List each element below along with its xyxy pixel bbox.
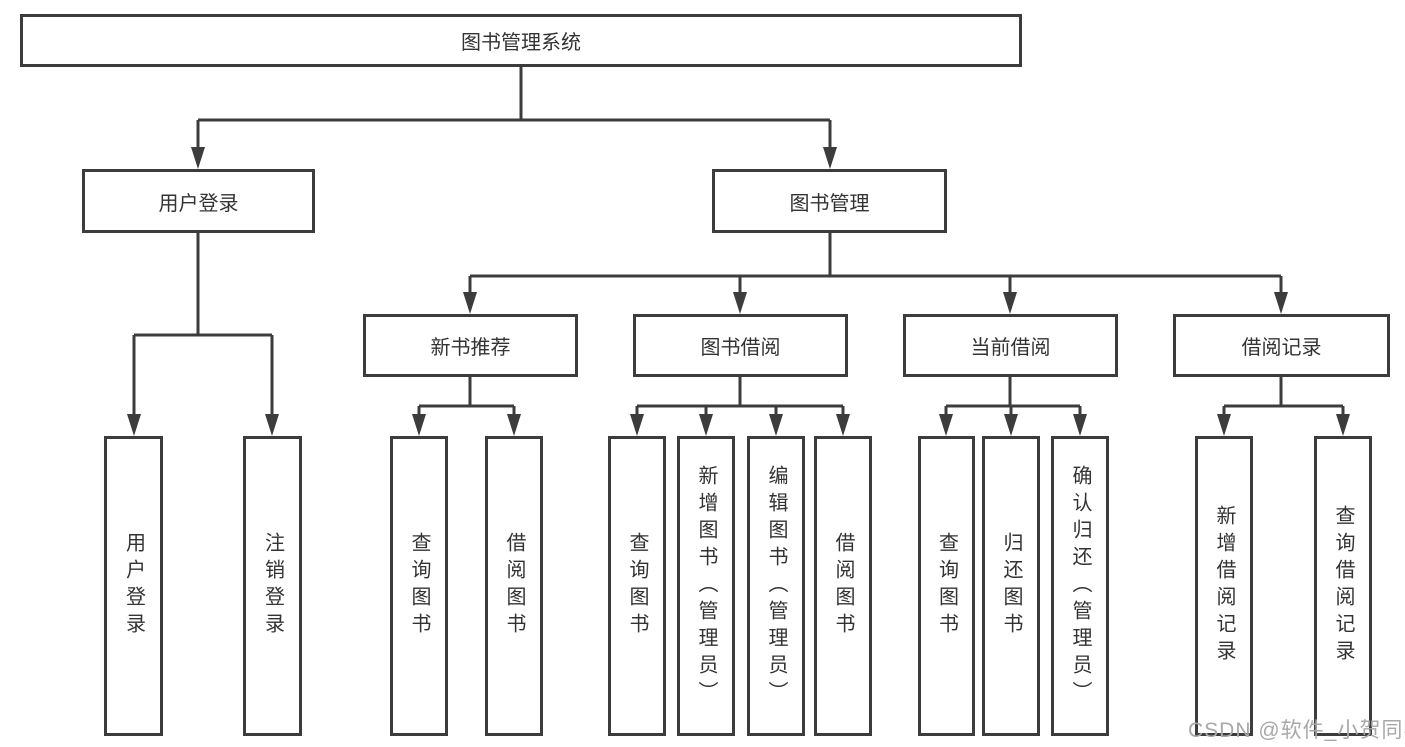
leaf-user-login: 用户登录	[104, 436, 163, 736]
node-book-borrowing: 图书借阅	[633, 314, 848, 377]
leaf-add-books-admin: 新增图书（管理员）	[677, 436, 735, 736]
leaf-logout-label: 注销登录	[261, 532, 284, 640]
csdn-watermark: CSDN @软件_小贺同学	[1188, 719, 1405, 742]
node-user-login-label: 用户登录	[158, 192, 239, 215]
leaf-borrowing-borrow-books-label: 借阅图书	[832, 532, 854, 640]
leaf-borrowing-query-books: 查询图书	[608, 436, 666, 736]
leaf-borrowing-query-books-label: 查询图书	[626, 532, 648, 640]
leaf-newbook-borrow-books: 借阅图书	[485, 436, 543, 736]
leaf-current-query-books: 查询图书	[918, 436, 975, 736]
leaf-user-login-label: 用户登录	[122, 532, 145, 640]
node-current-borrowing: 当前借阅	[903, 314, 1118, 377]
node-current-borrowing-label: 当前借阅	[970, 337, 1051, 359]
node-borrow-records: 借阅记录	[1173, 314, 1390, 377]
leaf-add-borrow-record-label: 新增借阅记录	[1213, 505, 1235, 667]
node-book-management-label: 图书管理	[789, 192, 870, 215]
leaf-logout: 注销登录	[243, 436, 302, 736]
leaf-confirm-return-admin: 确认归还（管理员）	[1051, 436, 1109, 736]
leaf-add-books-admin-label: 新增图书（管理员）	[695, 464, 717, 708]
node-borrow-records-label: 借阅记录	[1241, 337, 1322, 359]
node-root-label: 图书管理系统	[461, 32, 581, 54]
node-book-management: 图书管理	[712, 169, 947, 233]
leaf-newbook-query-books: 查询图书	[390, 436, 448, 736]
node-root: 图书管理系统	[20, 14, 1022, 67]
leaf-edit-books-admin: 编辑图书（管理员）	[747, 436, 805, 736]
leaf-borrowing-borrow-books: 借阅图书	[814, 436, 872, 736]
leaf-newbook-query-books-label: 查询图书	[408, 532, 430, 640]
leaf-return-books: 归还图书	[982, 436, 1040, 736]
leaf-current-query-books-label: 查询图书	[935, 532, 958, 640]
node-book-borrowing-label: 图书借阅	[700, 337, 781, 359]
leaf-confirm-return-admin-label: 确认归还（管理员）	[1069, 464, 1091, 708]
leaf-return-books-label: 归还图书	[1000, 532, 1022, 640]
leaf-newbook-borrow-books-label: 借阅图书	[503, 532, 525, 640]
leaf-query-borrow-record: 查询借阅记录	[1314, 436, 1372, 736]
leaf-add-borrow-record: 新增借阅记录	[1195, 436, 1253, 736]
node-new-book-recommend: 新书推荐	[363, 314, 578, 377]
leaf-edit-books-admin-label: 编辑图书（管理员）	[765, 464, 787, 708]
node-new-book-recommend-label: 新书推荐	[430, 337, 511, 359]
leaf-query-borrow-record-label: 查询借阅记录	[1332, 505, 1354, 667]
node-user-login: 用户登录	[82, 169, 315, 233]
